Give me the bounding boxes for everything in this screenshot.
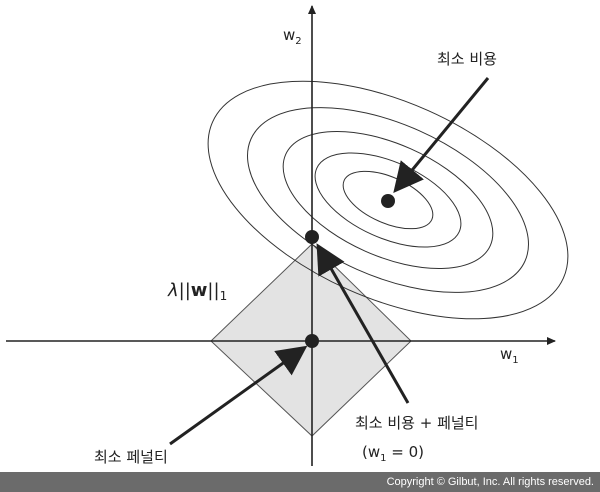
contour-ellipse-3 (282, 130, 494, 270)
min-penalty-point (305, 334, 319, 348)
cost-plus-penalty-arrow (316, 243, 410, 404)
copyright-text: Copyright © Gilbut, Inc. All rights rese… (386, 476, 594, 488)
penalty-norm-label: λ||w||1 (167, 280, 227, 303)
min-penalty-arrow (169, 345, 308, 446)
l1-regularization-diagram: w2 w1 최소 비용 λ||w||1 최소 비용 + 페널티 (w1 = 0)… (6, 5, 569, 466)
min-cost-arrow (393, 77, 490, 193)
contour-ellipse-2 (247, 107, 529, 293)
w1-zero-condition-label: (w1 = 0) (362, 443, 424, 464)
cost-contours (207, 80, 569, 320)
cost-plus-penalty-point (305, 230, 319, 244)
copyright-footer: Copyright © Gilbut, Inc. All rights rese… (0, 472, 600, 492)
cost-plus-penalty-label: 최소 비용 + 페널티 (355, 414, 478, 432)
x-axis-label: w1 (500, 345, 519, 366)
y-axis-label: w2 (283, 26, 302, 47)
min-cost-label: 최소 비용 (437, 50, 497, 68)
min-penalty-label: 최소 페널티 (94, 448, 168, 466)
contour-ellipse-1 (207, 80, 569, 320)
min-cost-point (381, 194, 395, 208)
